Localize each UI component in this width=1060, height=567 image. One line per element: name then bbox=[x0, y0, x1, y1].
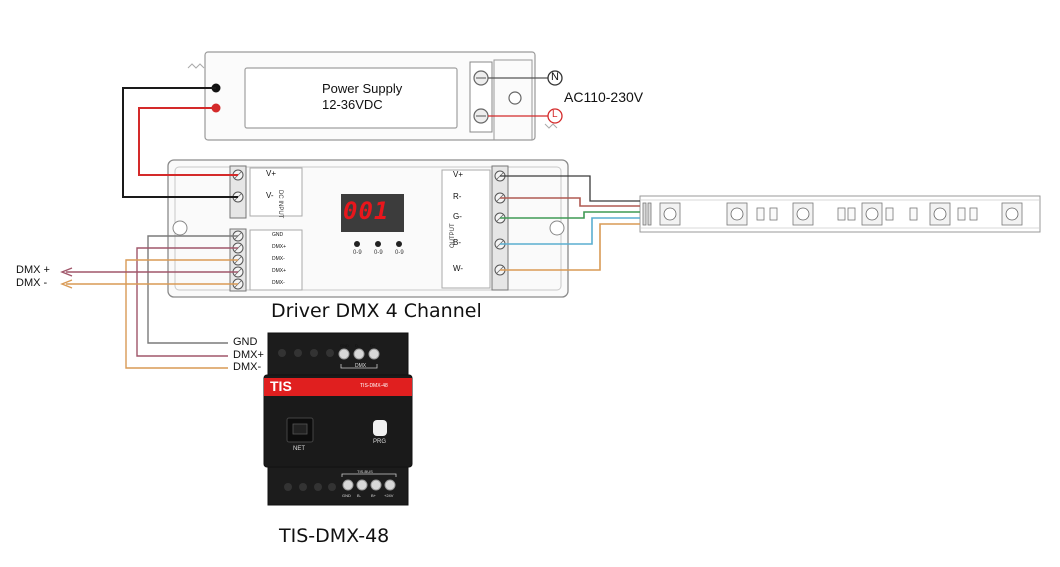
tis-bottom-group: TIS-BUS bbox=[357, 469, 373, 474]
strip-resistor bbox=[847, 207, 856, 221]
output-terminal-label: B- bbox=[453, 238, 461, 247]
tis-dmx-48-module bbox=[263, 332, 413, 506]
tis-prg-label: PRG bbox=[373, 439, 387, 445]
tis-bottom-terminal-label: B+ bbox=[371, 493, 377, 498]
address-button[interactable] bbox=[375, 241, 381, 247]
ac-neutral-letter: N bbox=[551, 71, 559, 83]
dmx-plus-label: DMX + bbox=[16, 264, 50, 276]
tis-wire-label-gnd: GND bbox=[233, 336, 258, 348]
strip-resistor bbox=[837, 207, 846, 221]
dmx-minus-label: DMX - bbox=[16, 277, 48, 289]
power-supply-voltage: 12-36VDC bbox=[322, 97, 383, 112]
wire-dc-minus bbox=[122, 87, 238, 198]
wire-out-b bbox=[500, 217, 640, 245]
led-emitter bbox=[796, 207, 810, 221]
wire-out-r bbox=[500, 197, 640, 207]
address-button[interactable] bbox=[396, 241, 402, 247]
tis-bottom-terminal bbox=[370, 479, 382, 491]
led-emitter bbox=[663, 207, 677, 221]
prg-button[interactable] bbox=[373, 420, 387, 436]
wire-dmx-minus-tis bbox=[125, 259, 238, 369]
strip-resistor bbox=[969, 207, 978, 221]
wires bbox=[60, 87, 640, 369]
output-terminal-label: W- bbox=[453, 264, 464, 273]
tis-top-terminal-label: D+ bbox=[370, 343, 376, 348]
wire-gnd bbox=[147, 235, 238, 344]
output-terminal-label: R- bbox=[453, 192, 462, 201]
led-strip bbox=[639, 195, 1041, 233]
strip-resistor bbox=[769, 207, 778, 221]
wire-out-w bbox=[500, 223, 640, 271]
driver-caption: Driver DMX 4 Channel bbox=[271, 300, 482, 322]
dmx-terminal-label: DMX- bbox=[272, 256, 285, 262]
dmx-terminal-label: DMX+ bbox=[272, 268, 287, 274]
power-supply bbox=[187, 51, 563, 141]
tis-net-label: NET bbox=[293, 446, 305, 452]
dmx-terminal-label: GND bbox=[272, 232, 284, 238]
tis-caption: TIS-DMX-48 bbox=[279, 525, 390, 547]
dmx-terminal-label: DMX- bbox=[272, 280, 285, 286]
output-terminal-label: G- bbox=[453, 212, 462, 221]
wire-dc-plus bbox=[138, 107, 238, 176]
address-button[interactable] bbox=[354, 241, 360, 247]
driver-button-label: 0-9 bbox=[395, 250, 404, 256]
tis-brand-logo: TIS bbox=[270, 378, 292, 394]
driver-address-display: 001 bbox=[341, 194, 404, 232]
tis-top-group: DMX bbox=[355, 363, 367, 369]
display-digits: 001 bbox=[343, 197, 390, 225]
strip-resistor bbox=[756, 207, 765, 221]
tis-top-terminal-label: D- bbox=[355, 343, 360, 348]
tis-bottom-terminal bbox=[356, 479, 368, 491]
tis-top-terminal-label: GND bbox=[340, 343, 349, 348]
strip-pad bbox=[647, 202, 652, 226]
dc-terminal-label: V- bbox=[266, 191, 274, 200]
dmx-terminal-label: DMX+ bbox=[272, 244, 287, 250]
tis-bottom-terminal-label: +24V bbox=[384, 493, 394, 498]
strip-resistor bbox=[909, 207, 918, 221]
led-emitter bbox=[933, 207, 947, 221]
tis-bottom-terminal-label: B- bbox=[357, 493, 361, 498]
power-supply-title: Power Supply bbox=[322, 81, 403, 96]
dc-terminal-label: V+ bbox=[266, 169, 277, 178]
tis-wire-label-dmx-minus: DMX- bbox=[233, 361, 262, 373]
tis-top-terminal bbox=[368, 348, 380, 360]
wire-out-vplus bbox=[500, 175, 640, 202]
tis-bottom-terminal bbox=[384, 479, 396, 491]
tis-top-terminal bbox=[353, 348, 365, 360]
ac-input-label: AC110-230V bbox=[564, 89, 644, 105]
ac-neutral-icon bbox=[547, 70, 563, 86]
tis-bottom-terminal bbox=[342, 479, 354, 491]
tis-wire-label-dmx-plus: DMX+ bbox=[233, 349, 264, 361]
strip-resistor bbox=[885, 207, 894, 221]
tis-top-terminal bbox=[338, 348, 350, 360]
wire-dmx-plus-tis bbox=[136, 247, 238, 357]
wire-out-g bbox=[500, 211, 640, 219]
tis-bottom-terminal-label: GND bbox=[342, 493, 351, 498]
tis-model-small: TIS-DMX-48 bbox=[360, 383, 388, 389]
strip-resistor bbox=[957, 207, 966, 221]
output-terminal-label: V+ bbox=[453, 170, 464, 179]
led-emitter bbox=[1005, 207, 1019, 221]
dc-input-label: DC INPUT bbox=[277, 190, 283, 219]
led-emitter bbox=[730, 207, 744, 221]
driver-button-label: 0-9 bbox=[353, 250, 362, 256]
strip-pad bbox=[642, 202, 647, 226]
ac-line-icon bbox=[547, 108, 563, 124]
driver-button-label: 0-9 bbox=[374, 250, 383, 256]
ac-line-letter: L bbox=[552, 109, 558, 120]
led-emitter bbox=[865, 207, 879, 221]
